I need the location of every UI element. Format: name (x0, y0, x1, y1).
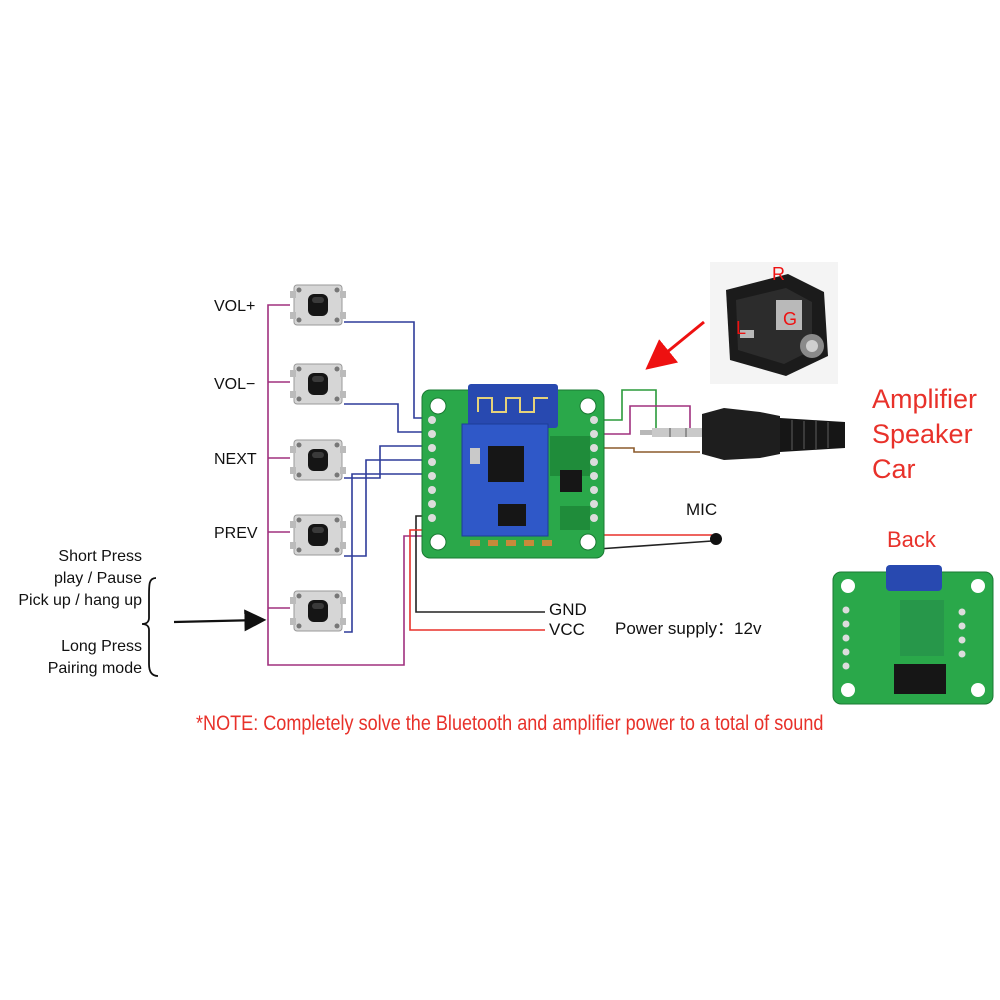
button-prev (289, 514, 347, 556)
blue-signal-wires (344, 321, 430, 633)
button-label-next: NEXT (214, 451, 257, 468)
output-amplifier-label: Amplifier (872, 384, 978, 414)
microphone-icon (710, 533, 722, 545)
button-play-pause (289, 590, 347, 632)
jack-g-label: G (783, 309, 798, 329)
output-speaker-label: Speaker (872, 419, 973, 449)
pcb-back-icon (832, 565, 994, 705)
long-press-label: Long Press (61, 638, 142, 655)
power-supply-label: Power supply：12v (615, 619, 762, 638)
jack-l-label: L (736, 318, 747, 338)
brace-icon (141, 577, 159, 677)
button-label-prev: PREV (214, 525, 258, 542)
pairing-mode-label: Pairing mode (47, 660, 142, 677)
bluetooth-module-icon (421, 384, 605, 559)
arrow-icon (645, 320, 705, 370)
pick-up-label: Pick up / hang up (18, 592, 142, 609)
audio-output-wires (598, 389, 700, 453)
back-label: Back (887, 527, 936, 552)
button-vol-minus (289, 363, 347, 405)
button-label-vol-minus: VOL− (214, 376, 256, 393)
output-car-label: Car (872, 454, 916, 484)
jack-r-label: R (772, 264, 785, 284)
button-label-vol-plus: VOL+ (214, 298, 256, 315)
audio-jack-icon (710, 262, 838, 384)
play-pause-label: play / Pause (53, 570, 142, 587)
button-next (289, 439, 347, 481)
short-press-label: Short Press (58, 548, 142, 565)
vcc-label: VCC (549, 620, 585, 639)
audio-plug-icon (640, 408, 845, 460)
note-text: *NOTE: Completely solve the Bluetooth an… (196, 712, 824, 735)
button-vol-plus (289, 284, 347, 326)
mic-label: MIC (686, 500, 718, 519)
mic-wires (597, 534, 713, 550)
purple-bus-wires (267, 304, 425, 666)
gnd-label: GND (549, 600, 587, 619)
arrow-icon (173, 609, 267, 632)
